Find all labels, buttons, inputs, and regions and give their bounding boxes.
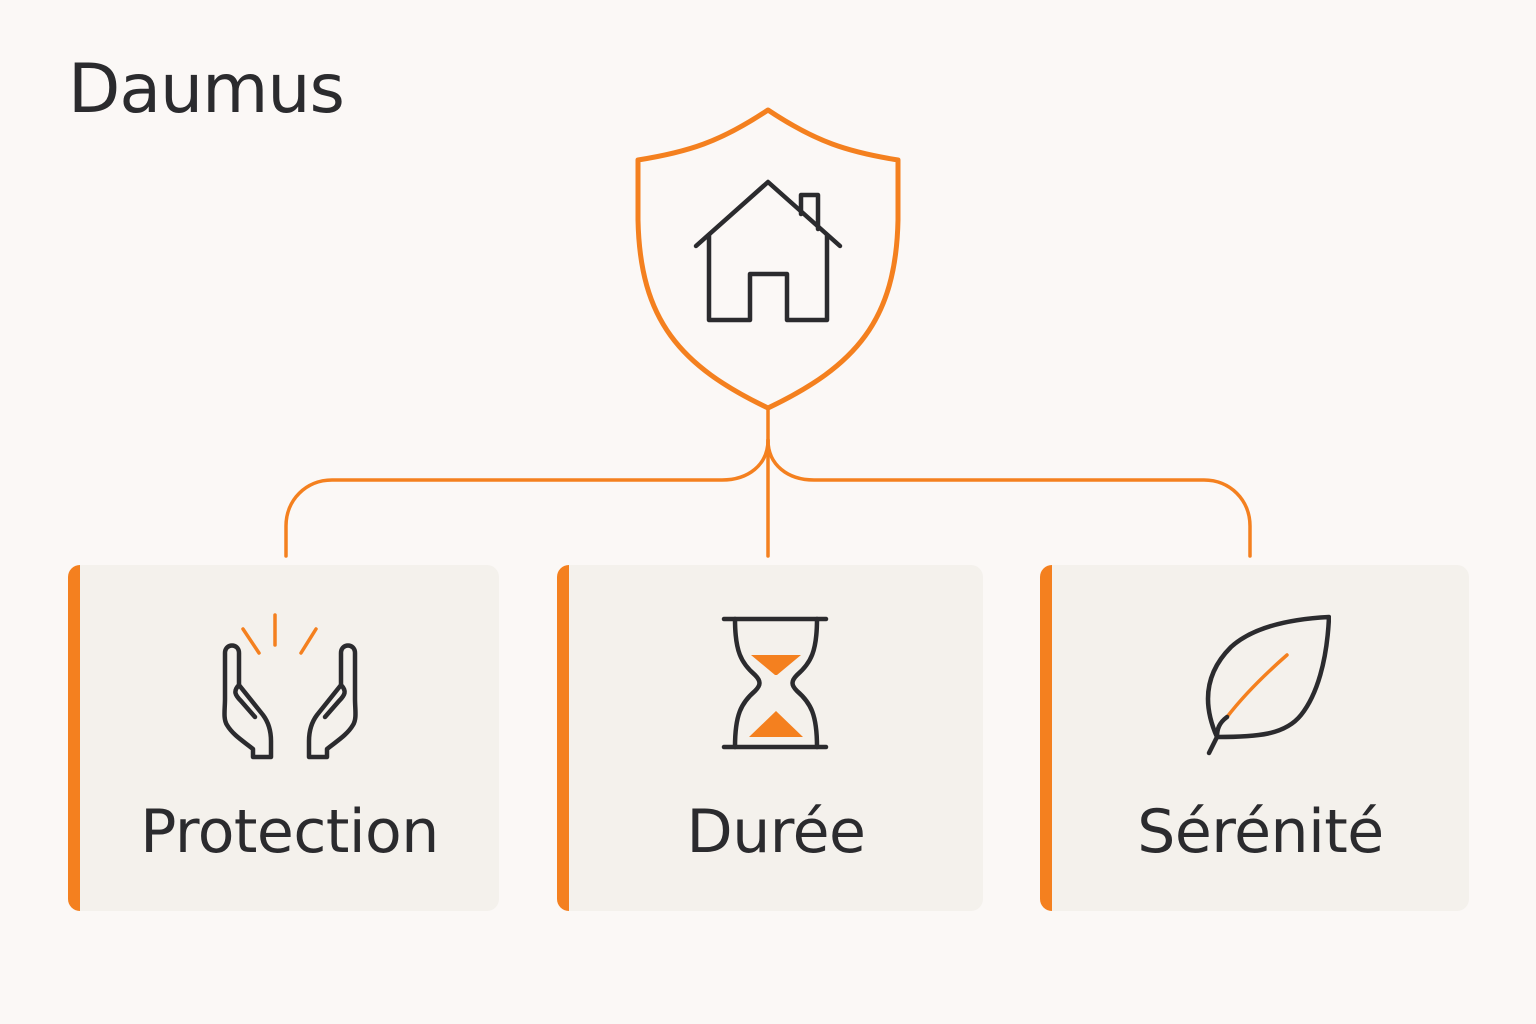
branch-card-protection: Protection — [68, 565, 499, 911]
leaf-icon — [1205, 614, 1331, 756]
shield-icon — [635, 107, 901, 411]
house-icon — [693, 179, 843, 323]
caring-hands-icon — [221, 613, 358, 760]
branch-label-serenite: Sérénité — [1137, 797, 1384, 867]
hourglass-icon — [721, 616, 829, 750]
branch-card-duree: Durée — [557, 565, 983, 911]
branch-label-protection: Protection — [140, 797, 439, 867]
branch-card-serenite: Sérénité — [1040, 565, 1469, 911]
branch-label-duree: Durée — [686, 797, 866, 867]
connector-lines — [284, 406, 1252, 558]
brand-logo: Daumus — [68, 50, 345, 129]
